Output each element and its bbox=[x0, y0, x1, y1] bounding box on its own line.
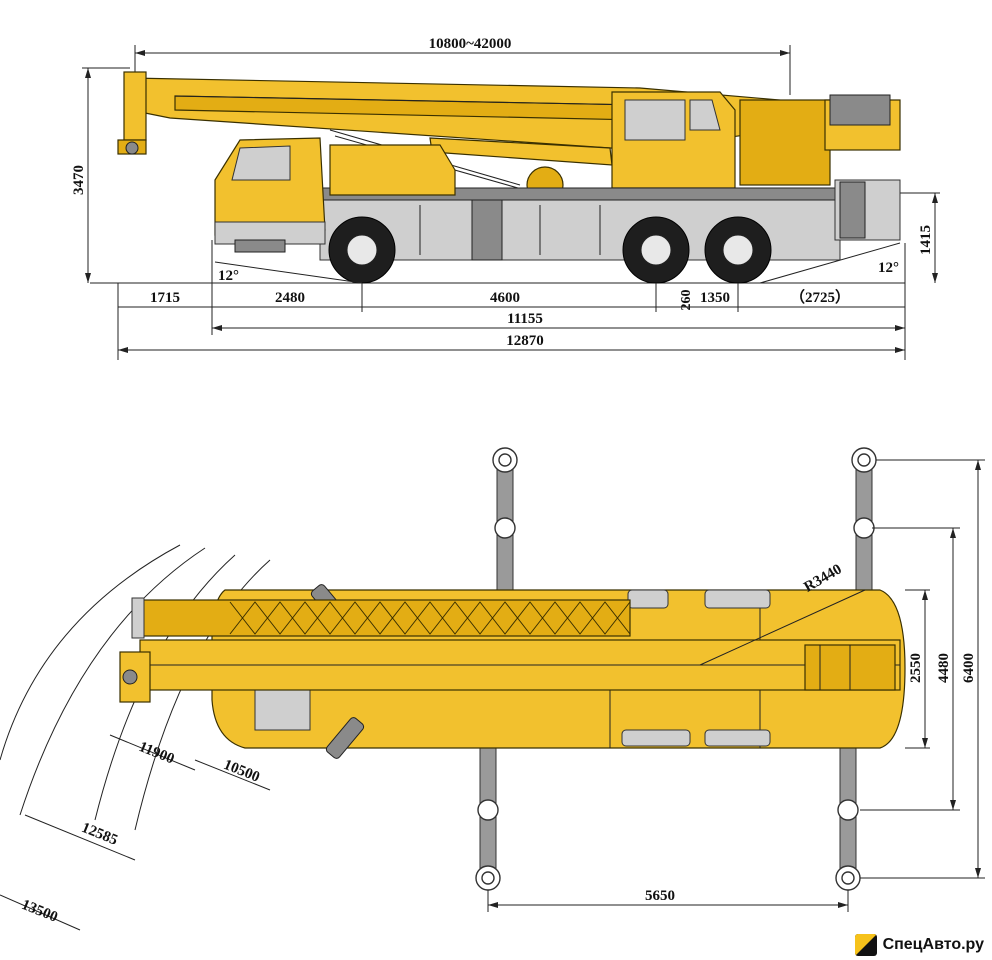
side-view: 10800~42000 3470 1415 bbox=[71, 36, 940, 360]
front-overhang-label: 1715 bbox=[150, 290, 180, 306]
boom-length-dimension: 10800~42000 bbox=[134, 36, 791, 95]
overall-length-dimension: 12870 bbox=[118, 333, 905, 353]
side-carrier-cab bbox=[214, 137, 456, 253]
rear-overhang-label: （2725） bbox=[790, 288, 850, 306]
chassis-length-label: 11155 bbox=[507, 311, 543, 327]
wheelbase-front-label: 2480 bbox=[275, 290, 305, 306]
swing-11900-label: 11900 bbox=[136, 739, 176, 768]
overall-length-label: 12870 bbox=[506, 333, 544, 349]
bottom-dimension-row: 1715 2480 4600 1350 （2725） bbox=[117, 240, 906, 360]
height-dimension: 3470 bbox=[71, 67, 130, 283]
swing-13500-label: 13500 bbox=[19, 897, 60, 926]
ground-clearance-label: 260 bbox=[679, 290, 694, 311]
top-boom bbox=[119, 597, 901, 703]
departure-angle-label: 12° bbox=[878, 260, 899, 276]
side-wheels bbox=[328, 216, 772, 284]
outrigger-span-label: 5650 bbox=[645, 888, 675, 904]
swing-10500-label: 10500 bbox=[221, 757, 262, 786]
side-superstructure bbox=[526, 91, 901, 204]
rear-height-label: 1415 bbox=[918, 225, 934, 255]
wheelbase-mid-label: 4600 bbox=[490, 290, 520, 306]
rear-height-dimension: 1415 bbox=[895, 192, 940, 283]
watermark-text: СпецАвто.ру bbox=[882, 936, 984, 953]
spetsavto-logo-icon bbox=[854, 934, 877, 956]
width-label: 2550 bbox=[908, 653, 924, 683]
outrigger-span-dimension: 5650 bbox=[487, 888, 849, 912]
outrigger-full-label: 6400 bbox=[961, 653, 977, 683]
width-dimensions: 2550 4480 6400 bbox=[860, 459, 985, 879]
top-view: 11900 10500 12585 13500 bbox=[0, 447, 985, 931]
chassis-length-dimension: 11155 bbox=[212, 311, 905, 331]
approach-angle-label: 12° bbox=[218, 268, 239, 284]
swing-12585-label: 12585 bbox=[79, 820, 120, 849]
watermark: СпецАвто.ру bbox=[854, 934, 984, 956]
outrigger-mid-label: 4480 bbox=[936, 653, 952, 683]
height-label: 3470 bbox=[71, 165, 87, 195]
boom-length-label: 10800~42000 bbox=[429, 36, 512, 52]
outriggers bbox=[475, 447, 877, 891]
wheelbase-rear-label: 1350 bbox=[700, 290, 730, 306]
